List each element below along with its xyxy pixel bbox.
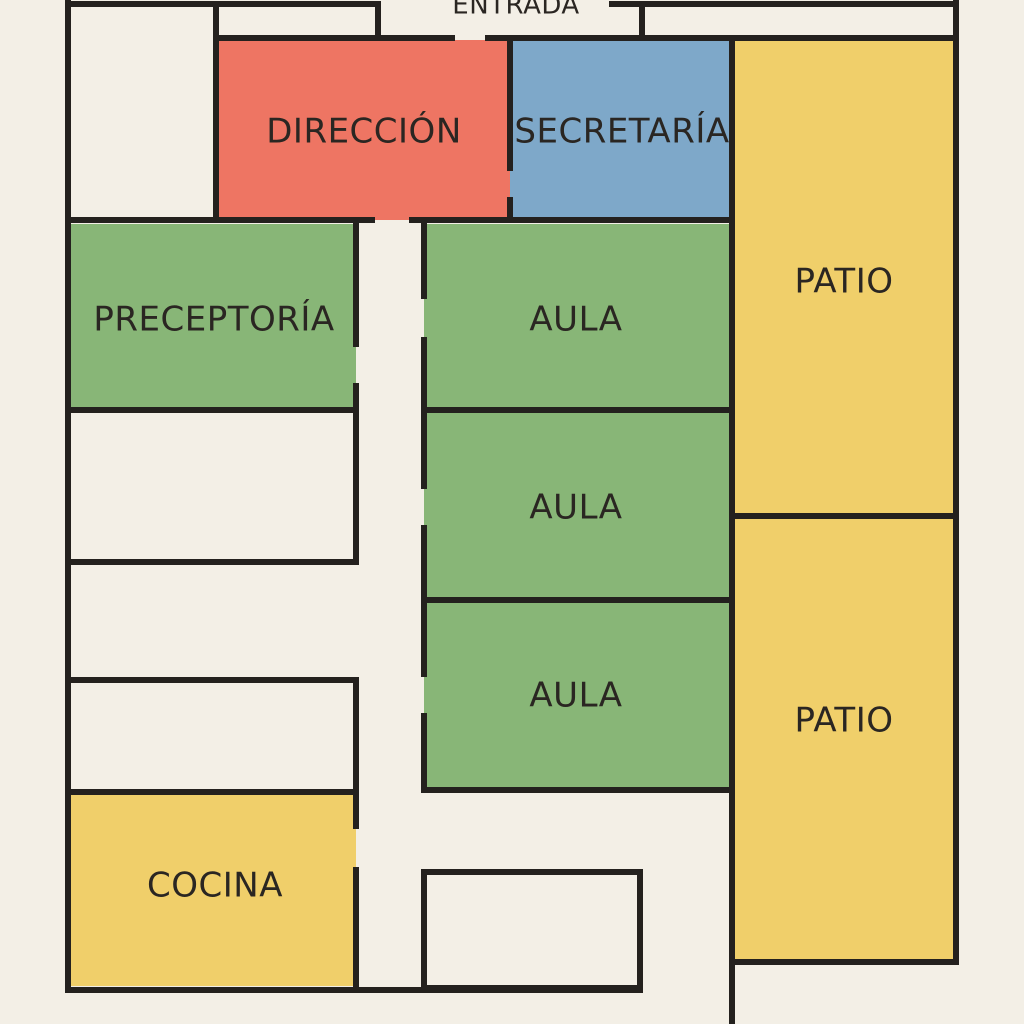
room-patio-2[interactable] [732,516,954,962]
room-aula-3[interactable] [424,600,730,790]
room-direccion[interactable] [216,40,510,220]
room-preceptoria[interactable] [68,224,356,410]
room-labels: ENTRADA DIRECCIÓN SECRETARÍA PRECEPTORÍA… [93,0,893,906]
aula-2-label: AULA [529,488,622,528]
room-secretaria[interactable] [510,40,730,220]
room-aula-2[interactable] [424,410,730,600]
secretaria-label: SECRETARÍA [514,111,729,152]
aula-1-label: AULA [529,300,622,340]
entrance-label: ENTRADA [452,0,579,21]
room-fills [68,40,954,986]
direccion-label: DIRECCIÓN [266,111,462,152]
cocina-label: COCINA [147,866,283,906]
patio-1-label: PATIO [794,262,893,302]
room-cocina[interactable] [68,792,356,986]
walls [65,0,959,1024]
patio-2-label: PATIO [794,701,893,741]
room-patio-1[interactable] [732,40,954,516]
room-aula-1[interactable] [424,224,730,410]
preceptoria-label: PRECEPTORÍA [93,299,334,340]
aula-3-label: AULA [529,676,622,716]
